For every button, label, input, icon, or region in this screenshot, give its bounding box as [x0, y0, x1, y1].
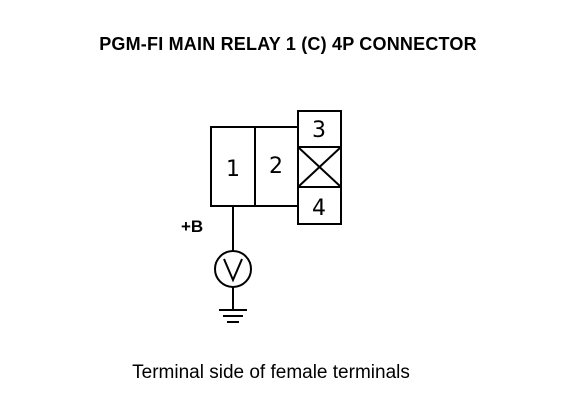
diagram-caption: Terminal side of female terminals	[132, 362, 410, 383]
terminal-4-label: 4	[312, 196, 326, 221]
ground-icon	[219, 309, 247, 323]
terminal-4-cavity	[297, 186, 342, 225]
voltmeter-icon	[214, 250, 252, 288]
x-box-icon	[297, 146, 342, 188]
terminal-1-label: 1	[226, 157, 240, 182]
connector-housing	[210, 110, 342, 225]
supply-label: +B	[181, 217, 203, 236]
terminal-2-label: 2	[269, 154, 283, 179]
diagram-title: PGM-FI MAIN RELAY 1 (C) 4P CONNECTOR	[99, 34, 477, 54]
terminal-3-label: 3	[312, 118, 326, 143]
